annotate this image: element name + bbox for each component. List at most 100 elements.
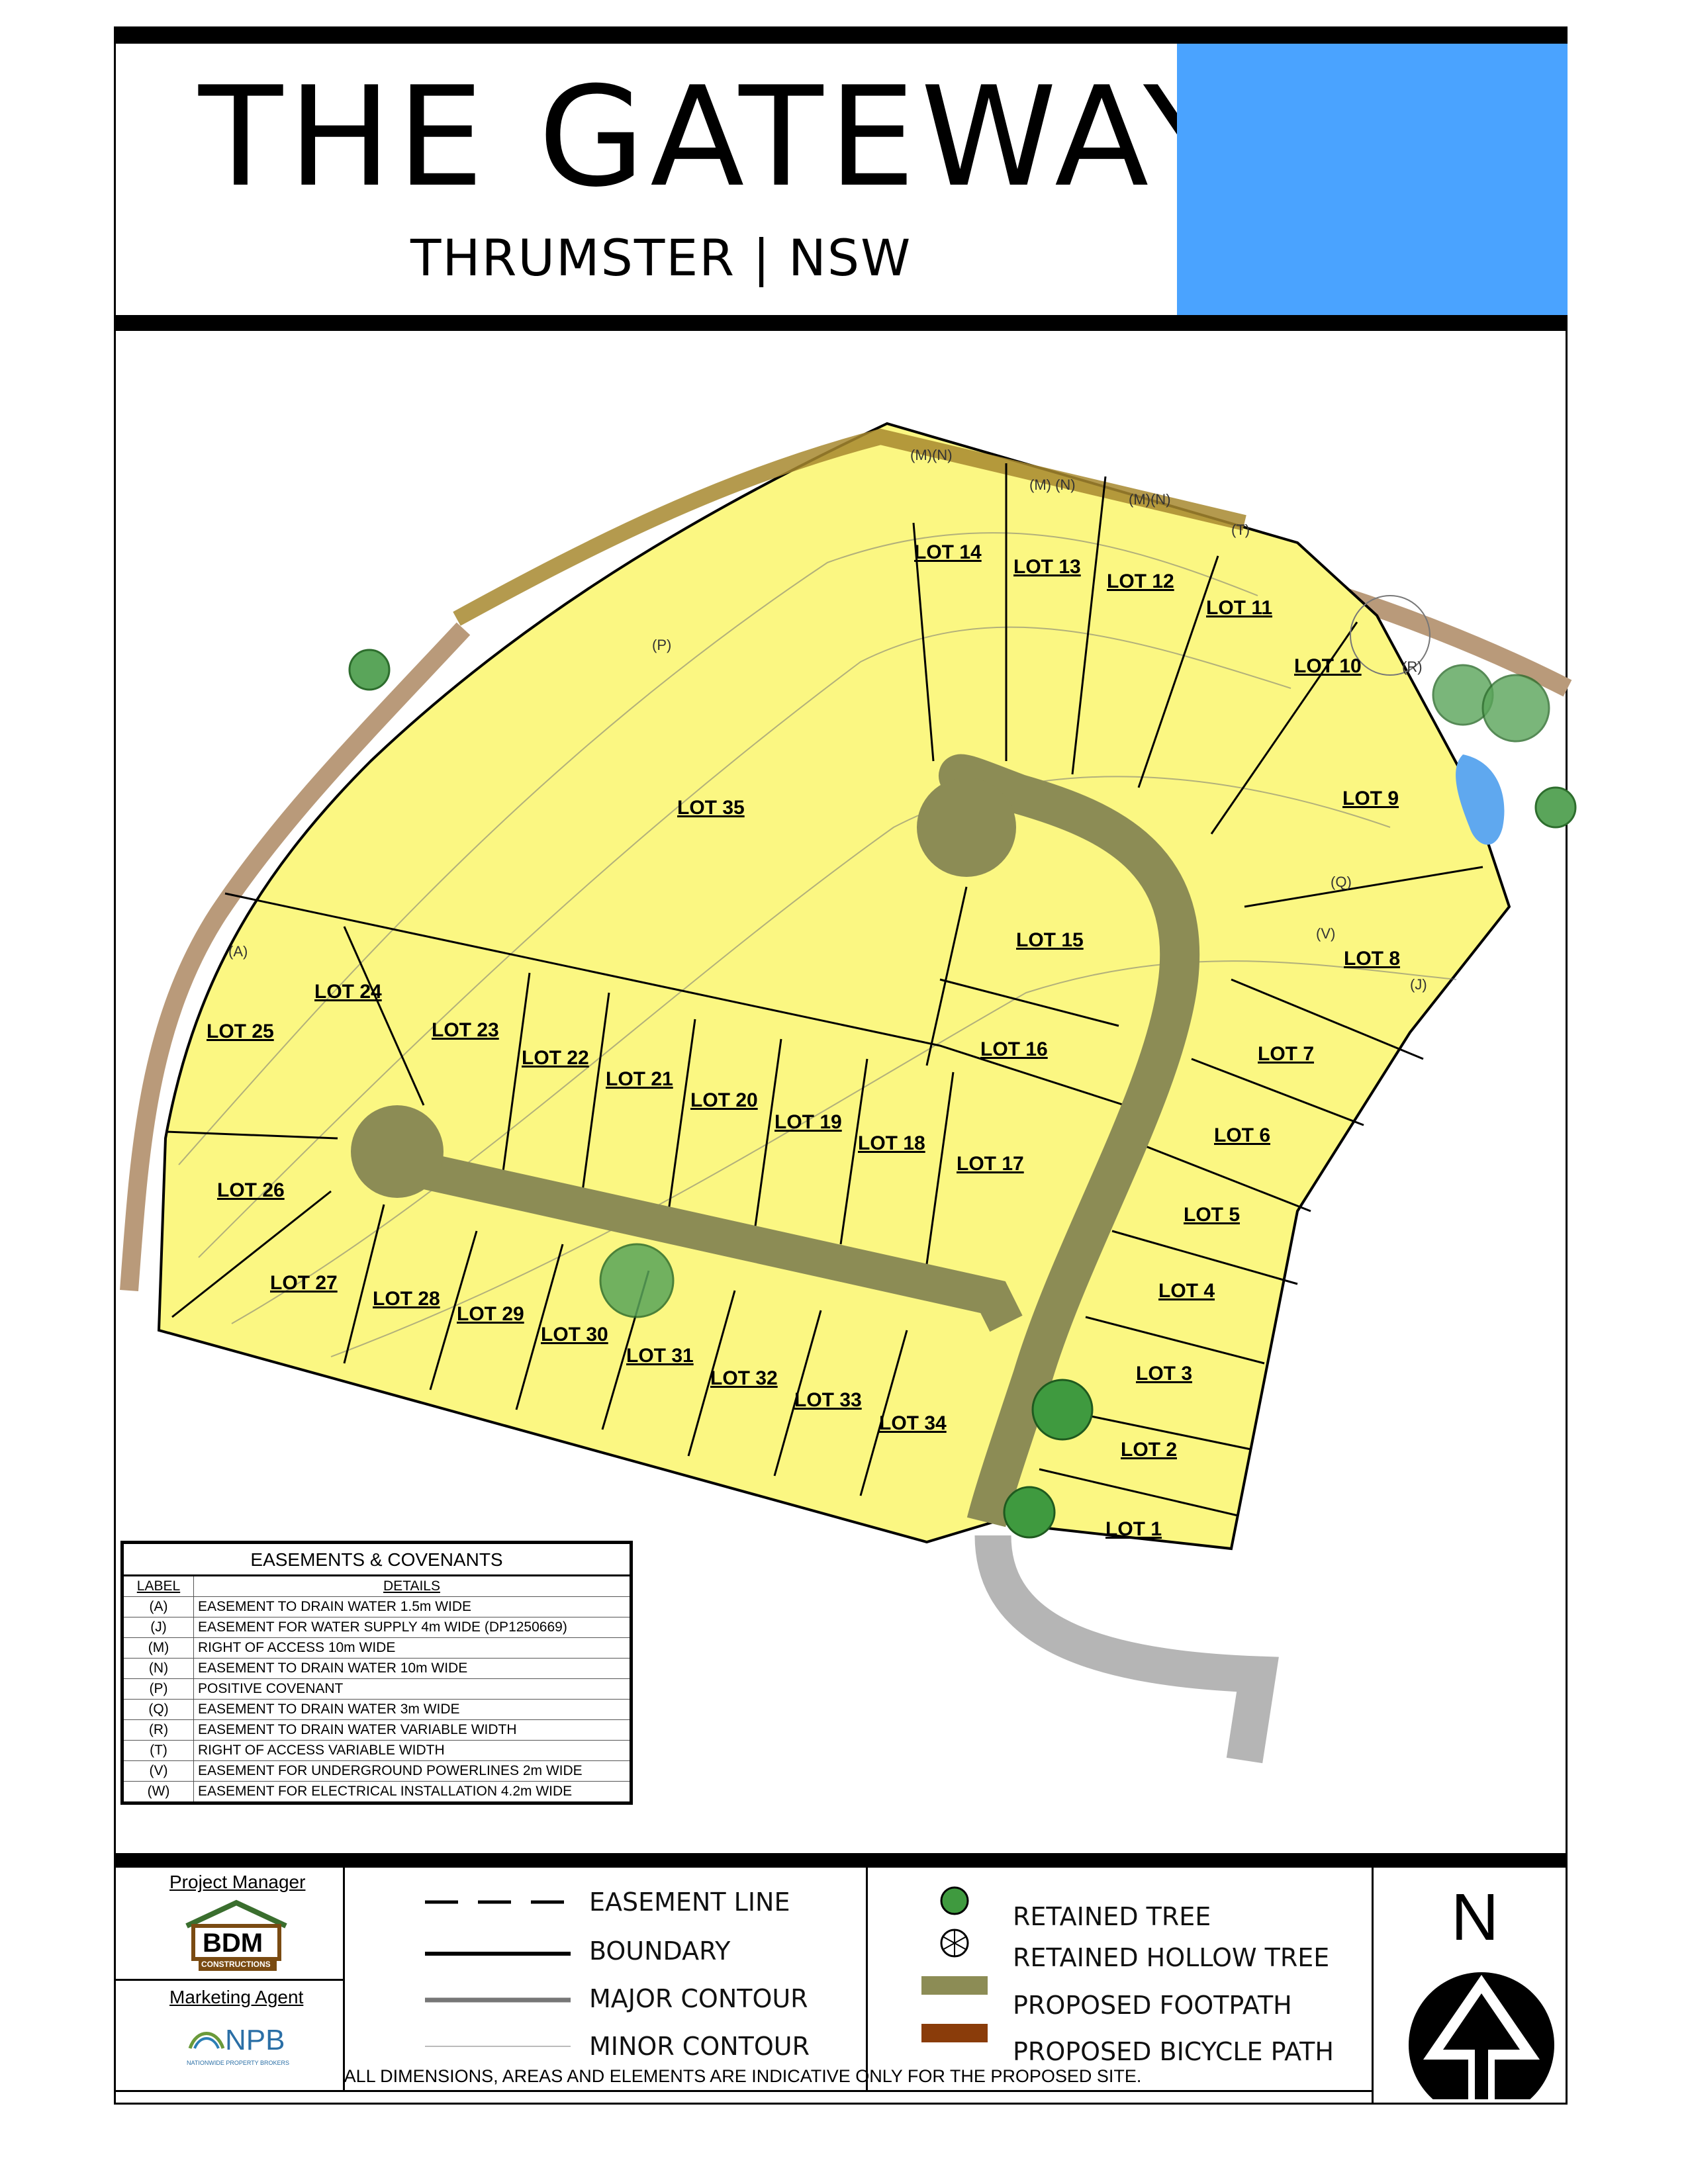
retained-tree-icon xyxy=(940,1886,969,1915)
lot-label: LOT 31 xyxy=(626,1345,694,1367)
contour-lines xyxy=(178,532,1457,1357)
bdm-logo-text: BDM xyxy=(203,1929,263,1958)
lot-label: LOT 32 xyxy=(710,1367,778,1389)
lot-label: LOT 9 xyxy=(1342,788,1399,809)
legend-proposed-bicycle-path: PROPOSED BICYCLE PATH xyxy=(1013,2037,1334,2066)
retained-tree-icon xyxy=(348,649,391,691)
code-label: (M)(N) xyxy=(1129,491,1171,508)
legend-easement-line: EASEMENT LINE xyxy=(589,1888,790,1917)
bdm-logo: BDM CONSTRUCTIONS xyxy=(180,1899,293,1972)
row-label: (R) xyxy=(124,1720,194,1740)
code-label: (P) xyxy=(652,637,671,653)
main-road xyxy=(939,754,1200,1527)
lot-label: LOT 10 xyxy=(1294,655,1362,677)
legend-minor-contour: MINOR CONTOUR xyxy=(589,2032,810,2061)
retained-tree-icon xyxy=(1481,674,1550,743)
lot-label: LOT 8 xyxy=(1344,948,1400,970)
header-top-bar xyxy=(114,26,1568,44)
row-label: (Q) xyxy=(124,1700,194,1719)
lot-label: LOT 2 xyxy=(1121,1439,1177,1461)
lot-label: LOT 22 xyxy=(522,1047,589,1069)
retained-tree-icon xyxy=(1534,786,1577,829)
legend-proposed-footpath: PROPOSED FOOTPATH xyxy=(1013,1991,1292,2020)
retained-tree-icon xyxy=(1003,1486,1056,1539)
marketing-agent-label: Marketing Agent xyxy=(169,1987,304,2007)
code-label: (V) xyxy=(1316,925,1335,942)
row-label: (N) xyxy=(124,1659,194,1678)
row-details: EASEMENT TO DRAIN WATER 3m WIDE xyxy=(198,1702,460,1717)
table-row: (N)EASEMENT TO DRAIN WATER 10m WIDE xyxy=(124,1659,630,1679)
table-row: (T)RIGHT OF ACCESS VARIABLE WIDTH xyxy=(124,1741,630,1761)
lot-boundaries xyxy=(165,463,1483,1517)
table-row: (W)EASEMENT FOR ELECTRICAL INSTALLATION … xyxy=(124,1782,630,1801)
map-easement-codes: (M)(N) (M) (N) (M)(N) (T) (P) (A) (R) (Q… xyxy=(228,447,1427,993)
code-label: (Q) xyxy=(1331,874,1352,890)
lot-label: LOT 7 xyxy=(1258,1043,1314,1065)
row-details: EASEMENT FOR UNDERGROUND POWERLINES 2m W… xyxy=(198,1763,583,1778)
north-label: N xyxy=(1451,1880,1499,1954)
lot-label: LOT 28 xyxy=(373,1288,440,1310)
code-label: (T) xyxy=(1231,522,1250,538)
code-label: (M) (N) xyxy=(1029,477,1076,493)
header-blue-panel xyxy=(1177,44,1568,315)
lot-label: LOT 21 xyxy=(606,1068,673,1090)
lot-labels: LOT 1 LOT 2 LOT 3 LOT 4 LOT 5 LOT 6 LOT … xyxy=(207,541,1400,1540)
col-label-header: LABEL xyxy=(124,1576,194,1596)
lot-label: LOT 11 xyxy=(1206,597,1272,619)
divider xyxy=(114,1979,343,1981)
code-label: (R) xyxy=(1402,659,1423,675)
lot-label: LOT 26 xyxy=(217,1179,285,1201)
row-details: POSITIVE COVENANT xyxy=(198,1681,344,1696)
lot-label: LOT 14 xyxy=(914,541,982,563)
lot-label: LOT 4 xyxy=(1158,1280,1215,1302)
code-label: (J) xyxy=(1410,976,1427,993)
col-details-header: DETAILS xyxy=(383,1578,440,1594)
row-details: EASEMENT TO DRAIN WATER VARIABLE WIDTH xyxy=(198,1722,517,1737)
table-row: (A) EASEMENT TO DRAIN WATER 1.5m WIDE xyxy=(124,1597,630,1617)
row-label: (M) xyxy=(124,1638,194,1658)
header-bottom-bar xyxy=(114,315,1568,331)
lot-label: LOT 13 xyxy=(1013,556,1081,578)
legend-boundary: BOUNDARY xyxy=(589,1936,731,1966)
legend-line-symbols xyxy=(425,1900,571,2047)
retained-tree-icon xyxy=(599,1243,675,1318)
row-label: (J) xyxy=(124,1617,194,1637)
lot-label: LOT 18 xyxy=(858,1132,925,1154)
divider xyxy=(114,2090,1372,2092)
row-details: EASEMENT FOR ELECTRICAL INSTALLATION 4.2… xyxy=(198,1784,573,1799)
access-road-gray xyxy=(974,1535,1279,1764)
bicycle-path-symbol xyxy=(921,2024,988,2042)
lot-label: LOT 25 xyxy=(207,1021,274,1042)
project-manager-label: Project Manager xyxy=(169,1872,306,1892)
table-row: (J)EASEMENT FOR WATER SUPPLY 4m WIDE (DP… xyxy=(124,1617,630,1638)
lot-label: LOT 35 xyxy=(677,797,745,819)
table-row: (M)RIGHT OF ACCESS 10m WIDE xyxy=(124,1638,630,1659)
cul-de-sac-north xyxy=(917,778,1016,877)
legend-major-contour: MAJOR CONTOUR xyxy=(589,1984,808,2013)
west-road xyxy=(393,1147,1023,1332)
footpath-symbol xyxy=(921,1976,988,1995)
row-label: (A) xyxy=(124,1597,194,1617)
lot-label: LOT 33 xyxy=(794,1389,862,1411)
code-label: (M)(N) xyxy=(910,447,953,463)
table-row: (R) EASEMENT TO DRAIN WATER VARIABLE WIDT… xyxy=(124,1720,630,1741)
divider xyxy=(1372,1868,1374,2105)
easements-table-header: LABEL DETAILS xyxy=(124,1576,630,1597)
retained-hollow-tree-icon xyxy=(1350,595,1430,676)
code-label: (A) xyxy=(228,943,248,960)
page-title: THE GATEWAY xyxy=(199,58,1233,218)
lot-label: LOT 34 xyxy=(879,1412,947,1434)
legend-retained-hollow-tree: RETAINED HOLLOW TREE xyxy=(1013,1943,1330,1972)
lot-label: LOT 1 xyxy=(1105,1518,1162,1540)
lot-label: LOT 16 xyxy=(980,1038,1048,1060)
lot-label: LOT 24 xyxy=(314,981,382,1003)
lot-label: LOT 27 xyxy=(270,1272,338,1294)
lot-label: LOT 15 xyxy=(1016,929,1084,951)
bicycle-path-west xyxy=(120,622,471,1292)
lot-label: LOT 12 xyxy=(1107,570,1174,592)
cul-de-sac-west xyxy=(351,1105,444,1198)
legend-feature-symbols xyxy=(921,1886,988,2042)
row-details: EASEMENT TO DRAIN WATER 1.5m WIDE xyxy=(198,1599,472,1614)
right-of-access-band xyxy=(453,428,1246,626)
